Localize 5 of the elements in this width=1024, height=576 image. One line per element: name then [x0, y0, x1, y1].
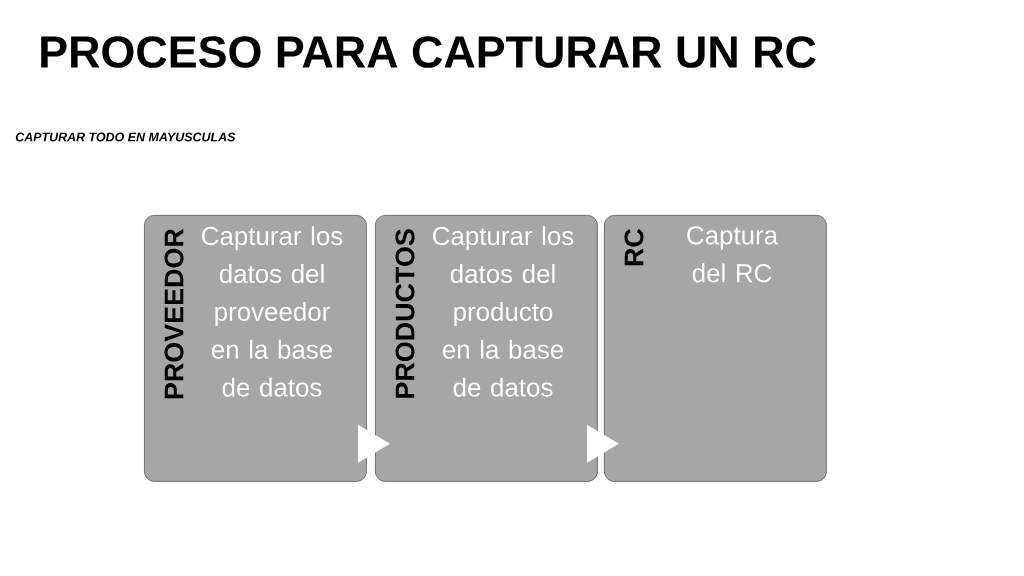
- process-box: RC Captura del RC: [604, 215, 827, 482]
- arrow: [357, 424, 390, 463]
- title: PROCESO PARA CAPTURAR UN RC: [41, 36, 816, 68]
- arrow: [586, 424, 619, 463]
- note: CAPTURAR TODO EN MAYUSCULAS: [15, 132, 236, 142]
